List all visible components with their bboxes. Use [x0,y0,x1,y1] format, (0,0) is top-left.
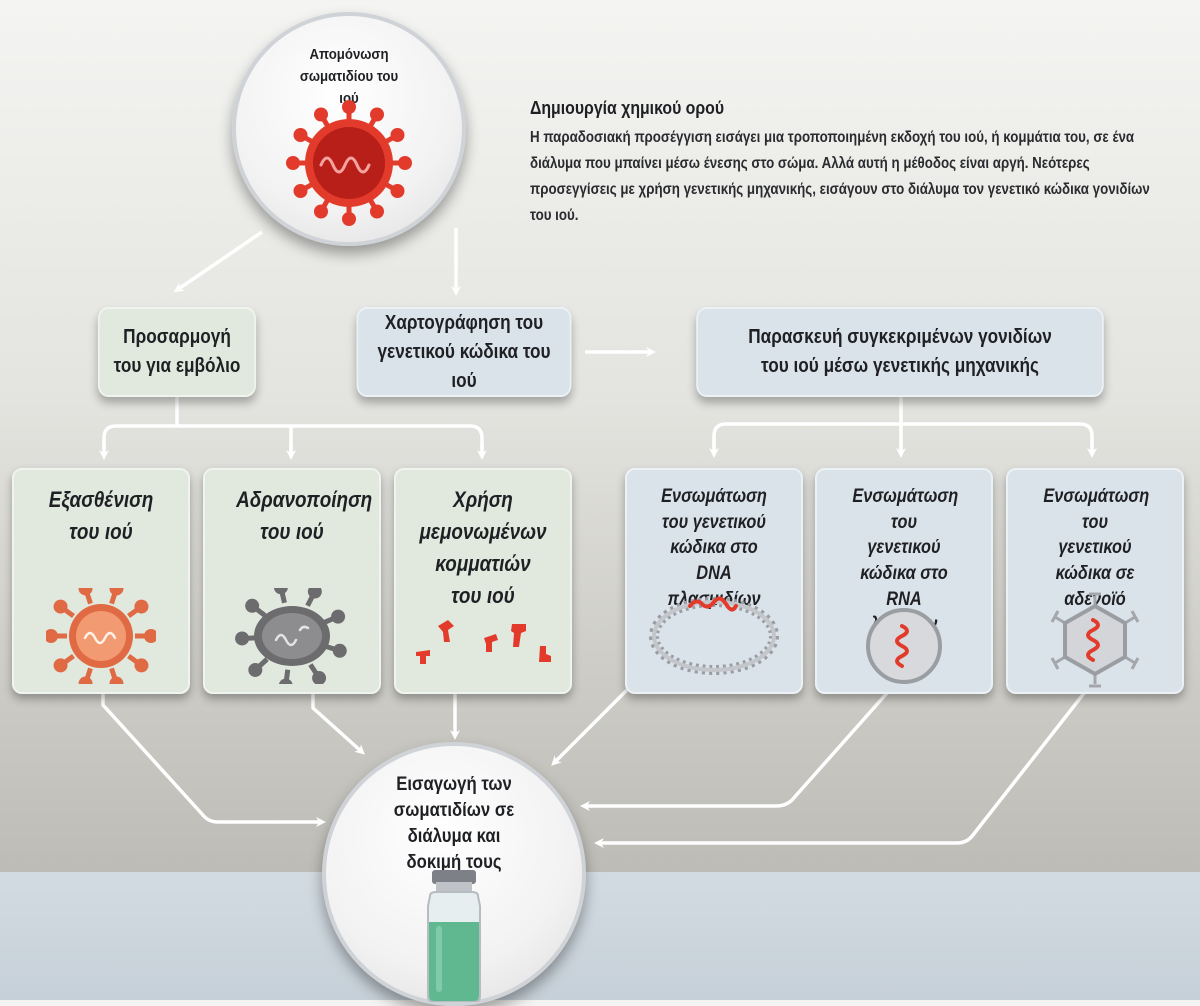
virus-fragments-icon [416,620,551,664]
method-label-weakened: Εξασθένιση του ιού [48,487,154,544]
arrow-start-adapt [173,230,263,293]
prepare-box: Παρασκευή συγκεκριμένων γονιδίων του ιού… [696,307,1104,397]
method-card-lipid: Ενσωμάτωση του γενετικού κώδικα στο RNA … [815,468,993,694]
lipid-rna-icon [866,608,942,684]
arrow-adeno-end [594,690,1087,848]
method-label-lipid: Ενσωμάτωση του γενετικού κώδικα στο RNA … [852,486,959,635]
method-label-inactivated: Αδρανοποίηση του ιού [236,487,373,544]
intro-panel: Δημιουργία χημικού ορού Η παραδοσιακή πρ… [530,98,1170,229]
end-circle: Εισαγωγή των σωματιδίων σε διάλυμα και δ… [322,742,586,1006]
adapt-box: Προσαρμογή του για εμβόλιο [97,307,257,397]
method-label-fragments: Χρήση μεμονωμένων κομματιών του ιού [419,487,547,608]
method-label-adeno: Ενσωμάτωση του γενετικού κώδικα σε αδενο… [1043,486,1150,610]
arrow-plasmid-end [551,688,629,766]
vial-icon [427,870,481,1002]
method-card-fragments: Χρήση μεμονωμένων κομματιών του ιού [394,468,572,694]
arrow-inactivated-end [311,692,365,755]
method-card-adeno: Ενσωμάτωση του γενετικού κώδικα σε αδενο… [1006,468,1184,694]
arrow-prepare-branch [712,396,1094,454]
arrow-lipid-end [580,690,890,811]
arrow-weakened-end [101,692,326,827]
inactivated-virus-icon [235,588,347,684]
method-label-plasmid: Ενσωμάτωση του γενετικού κώδικα στο DNA … [661,486,767,610]
plasmid-dna-icon [649,596,779,675]
start-circle: Απομόνωση σωματιδίου του ιού [232,12,466,246]
method-card-weakened: Εξασθένιση του ιού [12,468,190,694]
map-box: Χαρτογράφηση του γενετικού κώδικα του ιο… [356,307,572,397]
coronavirus-icon [286,100,412,226]
weakened-virus-icon [46,588,156,684]
prepare-label: Παρασκευή συγκεκριμένων γονιδίων του ιού… [748,326,1052,377]
adenovirus-icon [1050,592,1140,688]
floor-band [0,872,1200,1000]
method-card-inactivated: Αδρανοποίηση του ιού [203,468,381,694]
end-title: Εισαγωγή των σωματιδίων σε διάλυμα και δ… [393,774,515,873]
arrow-adapt-branch [102,396,484,456]
map-label: Χαρτογράφηση του γενετικού κώδικα του ιο… [377,311,551,392]
adapt-label: Προσαρμογή του για εμβόλιο [113,326,241,377]
intro-text: Η παραδοσιακή προσέγγιση εισάγει μια τρο… [530,129,1150,224]
intro-title: Δημιουργία χημικού ορού [530,98,725,118]
method-card-plasmid: Ενσωμάτωση του γενετικού κώδικα στο DNA … [625,468,803,694]
